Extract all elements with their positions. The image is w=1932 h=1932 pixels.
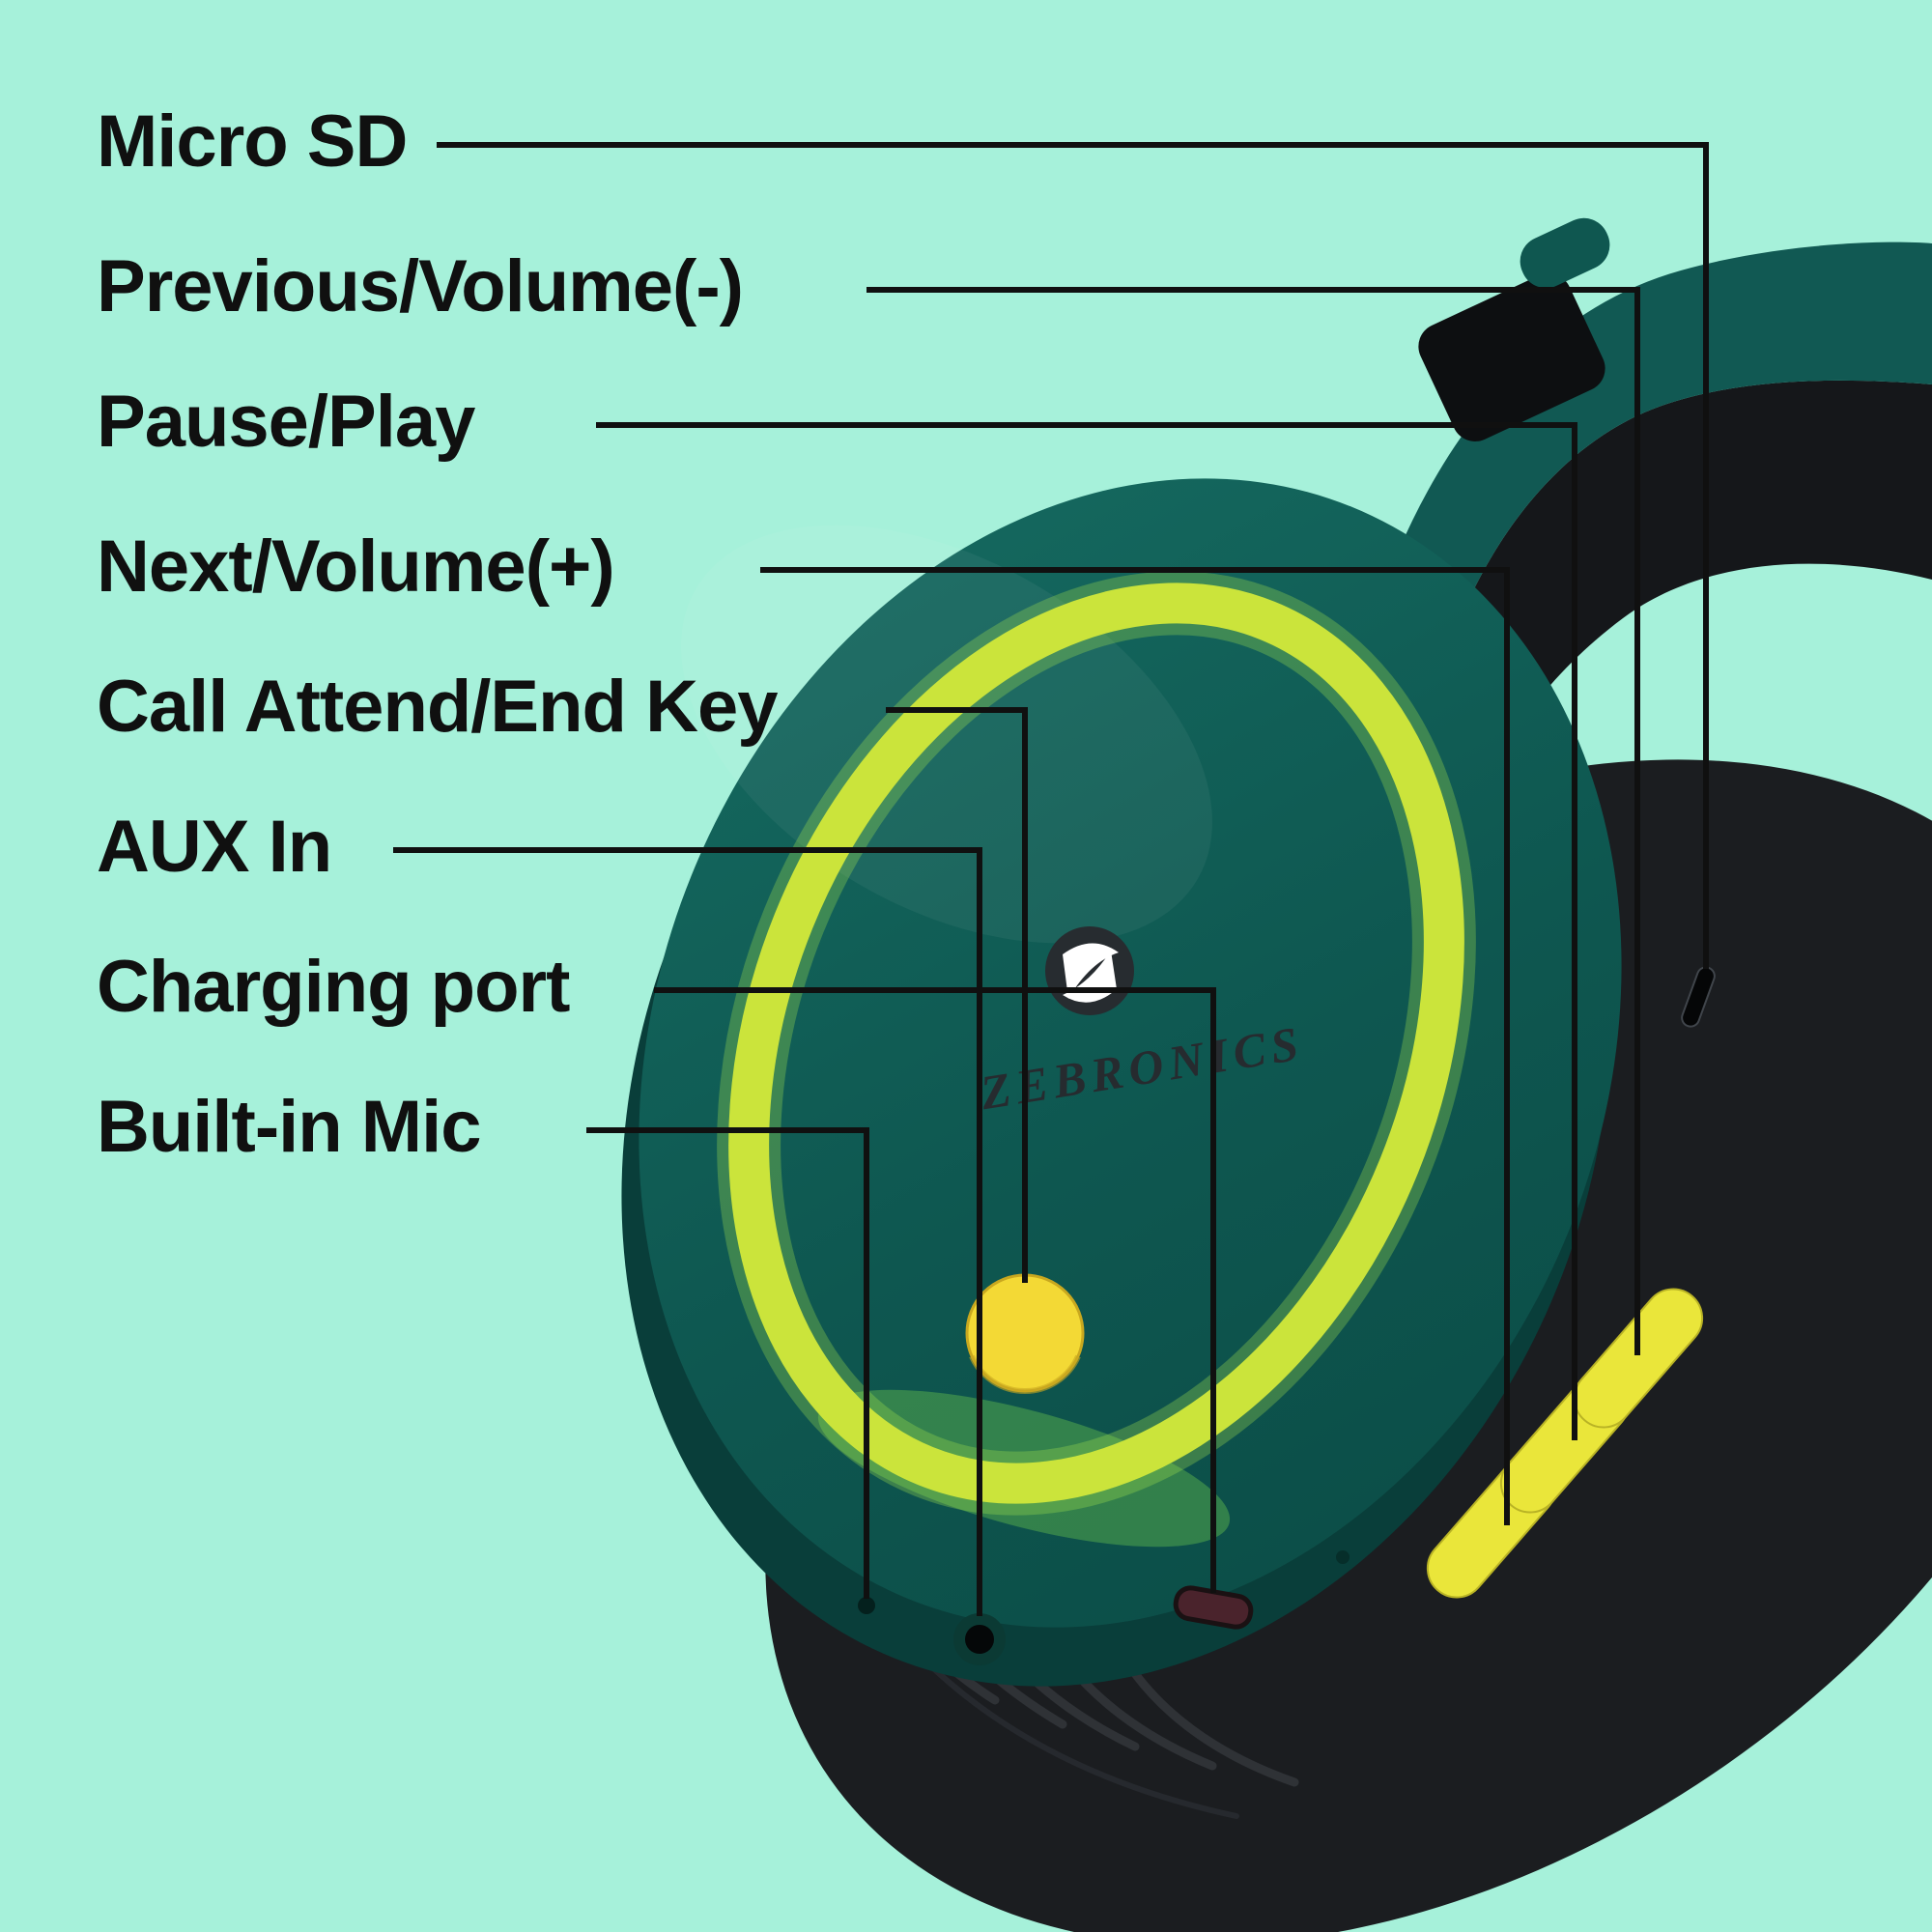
callout-call-attend-end — [886, 707, 1028, 1283]
aux-jack-hole — [965, 1625, 994, 1654]
pinhole-detail — [1336, 1550, 1350, 1564]
callout-built-in-mic — [586, 1127, 869, 1599]
accent-ring — [728, 582, 1464, 1504]
headband-hinge — [1418, 273, 1605, 441]
headband-fold-knob — [1520, 217, 1610, 289]
callout-micro-sd — [437, 142, 1709, 969]
callout-aux-in — [393, 847, 982, 1616]
callout-charging-port — [654, 987, 1216, 1593]
headband-underside — [1420, 380, 1932, 869]
callout-lines — [393, 142, 1709, 1616]
callout-pause-play — [596, 422, 1577, 1440]
callout-next-volume-up — [760, 567, 1510, 1525]
callout-previous-volume-down — [867, 287, 1640, 1355]
headband — [1348, 242, 1932, 764]
mic-hole — [858, 1597, 875, 1614]
previous-volume-down-button — [1573, 1288, 1704, 1429]
